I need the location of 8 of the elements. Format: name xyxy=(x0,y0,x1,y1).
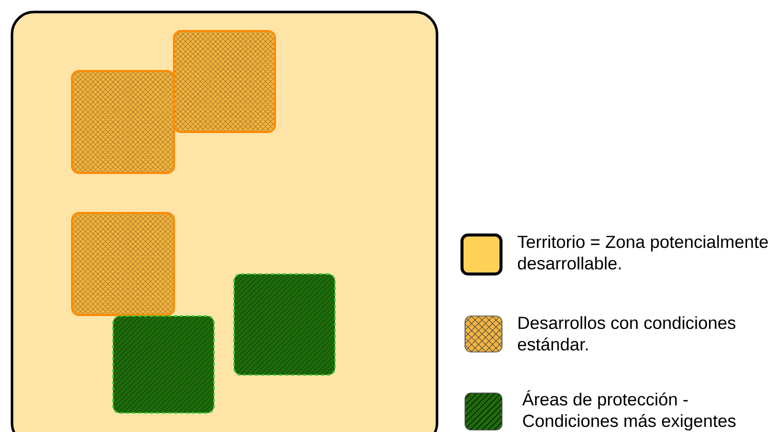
legend-label: Áreas de protección - Condiciones más exigentes xyxy=(522,390,736,431)
development-area xyxy=(71,70,175,174)
development-area xyxy=(173,30,276,133)
protection-area xyxy=(233,273,336,376)
legend-label: Desarrollos con condiciones estándar. xyxy=(518,316,736,351)
development-area xyxy=(71,212,175,316)
legend-label: Territorio = Zona potencialmente desarrollable. xyxy=(518,235,768,270)
protection-area xyxy=(112,315,215,414)
